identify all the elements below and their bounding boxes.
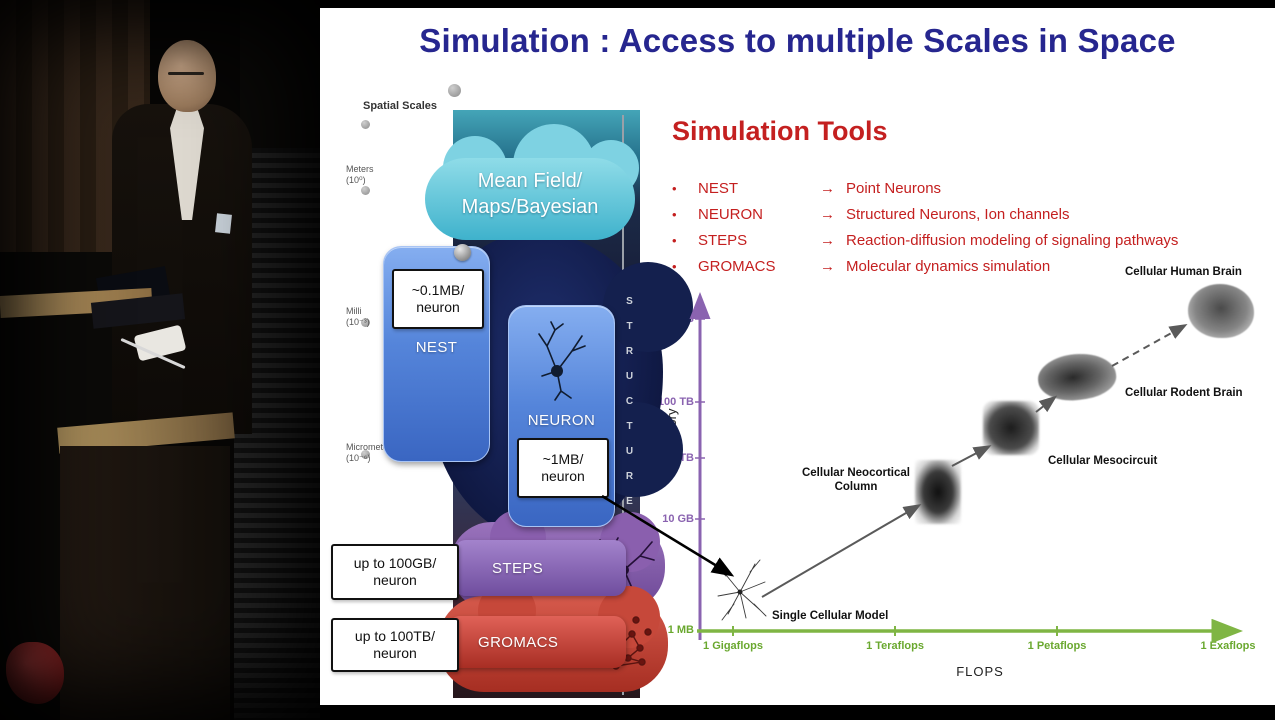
point-label-single-cellular-model: Single Cellular Model bbox=[772, 610, 889, 622]
arrow-icon: → bbox=[820, 180, 835, 197]
scale-name: Micrometers bbox=[346, 442, 396, 452]
neuron-box: NEURON ~1MB/ neuron bbox=[508, 305, 615, 527]
x-tick-gigaflops: 1 Gigaflops bbox=[703, 640, 763, 652]
steps-memory-callout: up to 100GB/ neuron bbox=[331, 544, 459, 600]
tool-description: Structured Neurons, Ion channels bbox=[846, 206, 1070, 223]
tool-row-steps: • STEPS → Reaction-diffusion modeling of… bbox=[672, 232, 1262, 249]
nest-memory-callout: ~0.1MB/ neuron bbox=[392, 269, 484, 329]
spatial-scales-label: Spatial Scales bbox=[363, 100, 437, 112]
callout-line2: neuron bbox=[373, 572, 417, 588]
simulation-tools-heading: Simulation Tools bbox=[672, 116, 888, 146]
mean-field-cloud: Mean Field/ Maps/Bayesian bbox=[425, 124, 639, 240]
single-cell-sketch-icon bbox=[715, 559, 767, 621]
tool-row-gromacs: • GROMACS → Molecular dynamics simulatio… bbox=[672, 258, 1262, 275]
nest-label: NEST bbox=[415, 339, 458, 356]
callout-line1: ~0.1MB/ bbox=[411, 282, 465, 298]
scale-dot bbox=[361, 120, 370, 129]
callout-line2: neuron bbox=[416, 299, 460, 315]
tool-row-nest: • NEST → Point Neurons bbox=[672, 180, 1262, 197]
mesocircuit-image bbox=[983, 401, 1039, 455]
scale-name: Milli bbox=[346, 306, 362, 316]
neocortical-column-image bbox=[915, 460, 961, 524]
slide-title: Simulation : Access to multiple Scales i… bbox=[419, 22, 1176, 59]
x-tick-exaflops: 1 Exaflops bbox=[1200, 640, 1256, 652]
speaker-head bbox=[158, 40, 216, 112]
arrow-icon: → bbox=[820, 206, 835, 223]
callout-line2: neuron bbox=[373, 645, 417, 661]
speaker-glasses bbox=[168, 72, 204, 75]
nest-box: ~0.1MB/ neuron NEST bbox=[383, 246, 490, 462]
tool-name: STEPS bbox=[698, 232, 748, 249]
tool-name: NEST bbox=[698, 180, 739, 197]
point-label-rodent-brain: Cellular Rodent Brain bbox=[1125, 387, 1243, 399]
scale-label-meters: Meters (10⁰) bbox=[346, 164, 418, 186]
mean-field-label: Mean Field/ Maps/Bayesian bbox=[425, 168, 635, 220]
steps-label: STEPS bbox=[492, 559, 544, 577]
gromacs-label: GROMACS bbox=[478, 633, 559, 651]
tool-name: GROMACS bbox=[698, 258, 776, 275]
scale-dot bbox=[361, 318, 370, 327]
cloud-body bbox=[425, 158, 635, 240]
neuron-label: NEURON bbox=[527, 412, 596, 429]
x-tick-teraflops: 1 Teraflops bbox=[866, 640, 924, 652]
neuron-morphology-icon bbox=[538, 321, 586, 401]
point-label-human-brain: Cellular Human Brain bbox=[1125, 266, 1242, 278]
point-label-neocortical-column: Cellular Neocortical Column bbox=[801, 467, 910, 493]
x-axis-title: FLOPS bbox=[956, 664, 1004, 679]
tool-name: NEURON bbox=[698, 206, 764, 223]
bullet-icon: • bbox=[672, 181, 677, 196]
neuron-memory-callout: ~1MB/ neuron bbox=[517, 438, 609, 498]
scale-dot bbox=[361, 450, 370, 459]
mean-field-line1: Mean Field/ bbox=[477, 170, 583, 192]
scale-power: (10⁻³) bbox=[346, 317, 370, 327]
mean-field-line2: Maps/Bayesian bbox=[461, 196, 599, 218]
callout-line1: ~1MB/ bbox=[542, 451, 584, 467]
red-object bbox=[6, 642, 64, 704]
human-brain-image bbox=[1188, 284, 1254, 338]
x-tick-petaflops: 1 Petaflops bbox=[1027, 640, 1087, 652]
scale-dot bbox=[361, 186, 370, 195]
lectern-body bbox=[60, 446, 230, 720]
letterbox-top bbox=[320, 0, 1275, 8]
y-tick-100tb: 100 TB bbox=[657, 396, 694, 408]
point-label-mesocircuit: Cellular Mesocircuit bbox=[1048, 455, 1158, 467]
speaker-photo bbox=[0, 0, 320, 720]
photo-vignette bbox=[0, 0, 320, 720]
scale-power: (10⁻⁶) bbox=[346, 453, 371, 463]
scale-power: (10⁰) bbox=[346, 175, 366, 185]
scale-name: Meters bbox=[346, 164, 374, 174]
tool-description: Point Neurons bbox=[846, 180, 942, 197]
gromacs-memory-callout: up to 100TB/ neuron bbox=[331, 618, 459, 672]
scale-dot bbox=[448, 84, 461, 97]
steps-bar: STEPS bbox=[454, 540, 626, 596]
bullet-icon: • bbox=[672, 259, 677, 274]
callout-line1: up to 100GB/ bbox=[353, 555, 437, 571]
rodent-brain-image bbox=[1035, 348, 1119, 406]
gromacs-bar: GROMACS bbox=[448, 616, 626, 668]
bullet-icon: • bbox=[672, 233, 677, 248]
tool-description: Molecular dynamics simulation bbox=[846, 258, 1051, 275]
y-tick-1mb: 1 MB bbox=[667, 624, 694, 636]
tool-description: Reaction-diffusion modeling of signaling… bbox=[846, 232, 1179, 249]
sphere-icon bbox=[454, 244, 471, 261]
cloud-lump bbox=[603, 262, 693, 352]
presentation-slide: Simulation : Access to multiple Scales i… bbox=[320, 0, 1275, 720]
callout-line1: up to 100TB/ bbox=[354, 628, 436, 644]
tool-row-neuron: • NEURON → Structured Neurons, Ion chann… bbox=[672, 206, 1262, 223]
simulation-tools-list: • NEST → Point Neurons • NEURON → Struct… bbox=[672, 180, 1262, 284]
structure-vertical-label: STRUCTURE bbox=[624, 296, 635, 521]
scale-label-micrometers: Micrometers (10⁻⁶) bbox=[346, 442, 418, 464]
callout-line2: neuron bbox=[541, 468, 585, 484]
bullet-icon: • bbox=[672, 207, 677, 222]
letterbox-bottom bbox=[320, 705, 1275, 720]
arrow-icon: → bbox=[820, 258, 835, 275]
arrow-icon: → bbox=[820, 232, 835, 249]
scale-label-milli: Milli (10⁻³) bbox=[346, 306, 418, 328]
